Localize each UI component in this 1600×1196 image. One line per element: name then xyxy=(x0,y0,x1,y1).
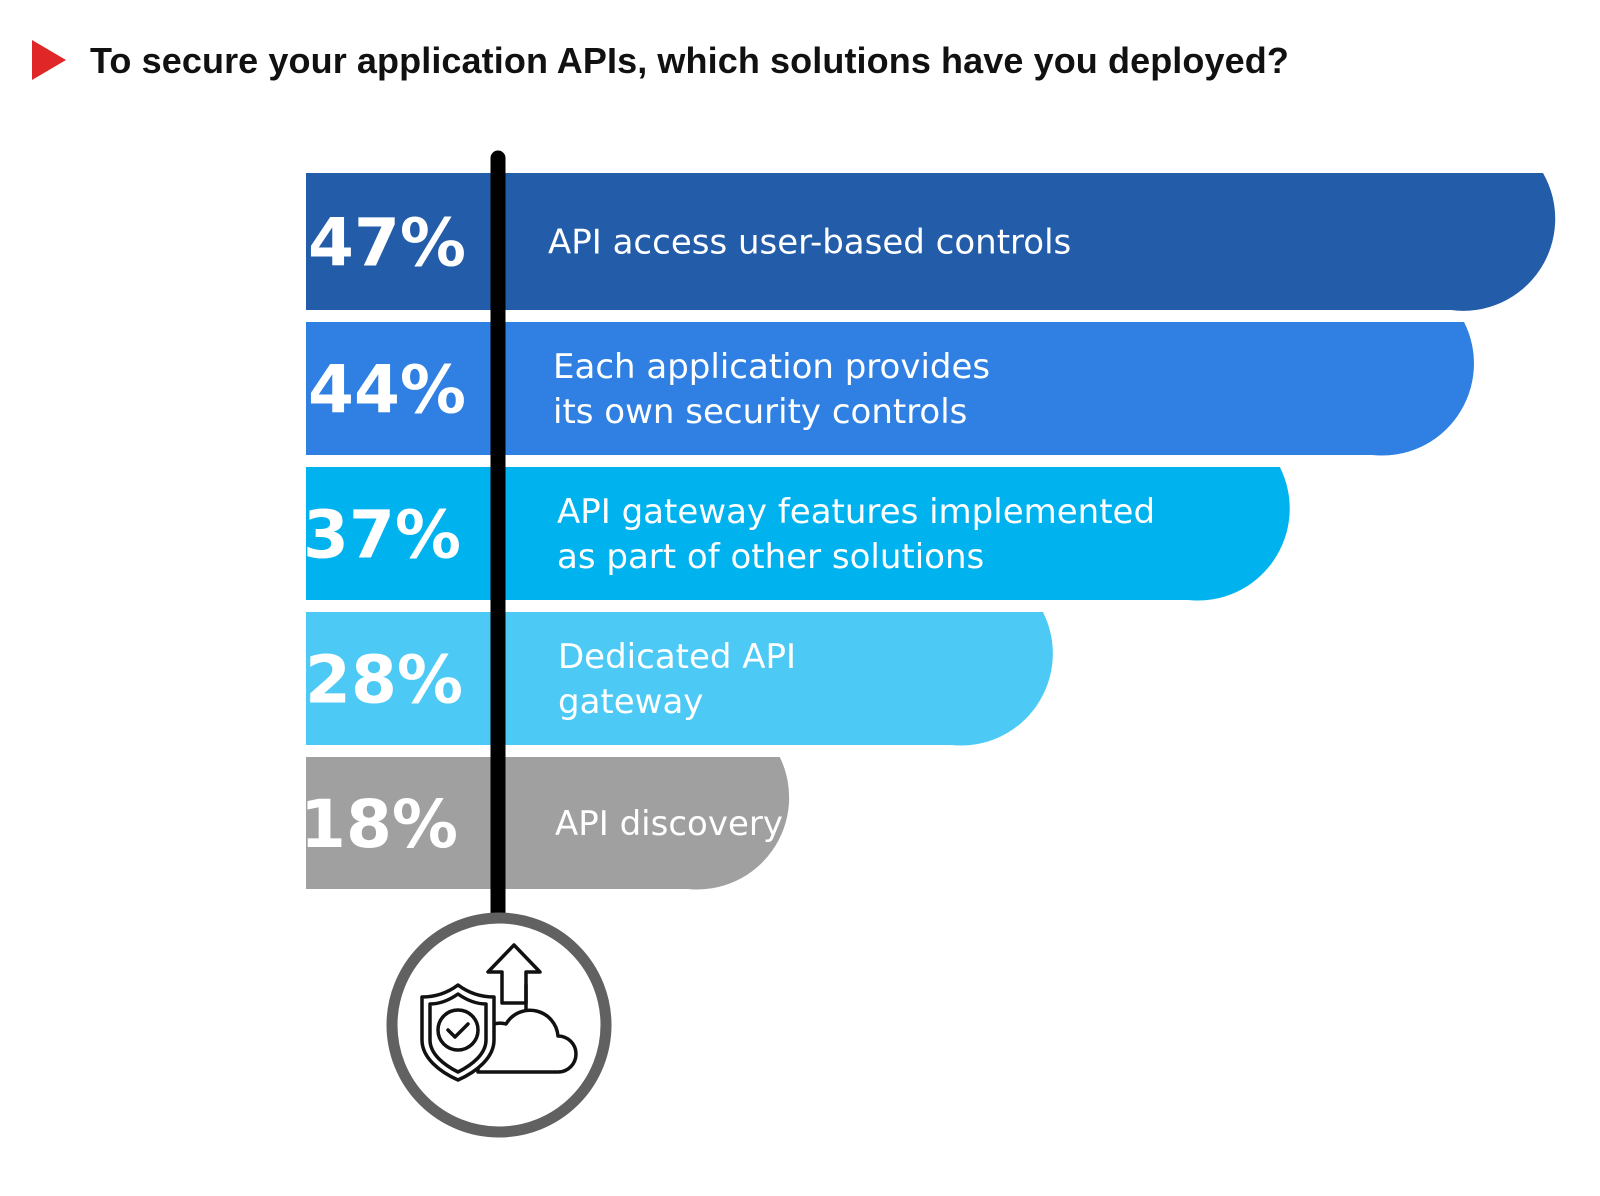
category-label-1: API access user-based controls xyxy=(548,223,1071,263)
axis-badge xyxy=(386,912,612,1138)
value-label-2: 44% xyxy=(308,352,466,429)
value-label-1: 47% xyxy=(308,205,466,282)
category-label-line: API gateway features implemented xyxy=(557,492,1155,532)
bar-5 xyxy=(306,757,790,890)
shield-cloud-upload-icon xyxy=(420,943,578,1082)
category-label-line: API discovery xyxy=(555,804,783,844)
category-label-5: API discovery xyxy=(555,804,783,844)
chart-title: To secure your application APIs, which s… xyxy=(90,40,1289,81)
value-label-4: 28% xyxy=(305,642,463,719)
category-label-line: gateway xyxy=(558,682,703,722)
category-label-line: Dedicated API xyxy=(558,637,796,677)
header: To secure your application APIs, which s… xyxy=(32,36,1532,86)
bar-3 xyxy=(306,467,1290,601)
bar-2 xyxy=(306,322,1474,456)
category-label-4: Dedicated API gateway xyxy=(558,637,796,722)
category-label-line: API access user-based controls xyxy=(548,223,1071,263)
value-label-5: 18% xyxy=(300,786,458,863)
category-label-3: API gateway features implemented as part … xyxy=(557,492,1155,577)
category-label-line: as part of other solutions xyxy=(557,537,984,577)
category-label-line: Each application provides xyxy=(553,347,990,387)
play-triangle-icon xyxy=(32,40,66,80)
category-label-2: Each application provides its own securit… xyxy=(553,347,990,432)
value-label-3: 37% xyxy=(303,497,461,574)
category-label-line: its own security controls xyxy=(553,392,967,432)
bar-1 xyxy=(306,173,1556,311)
